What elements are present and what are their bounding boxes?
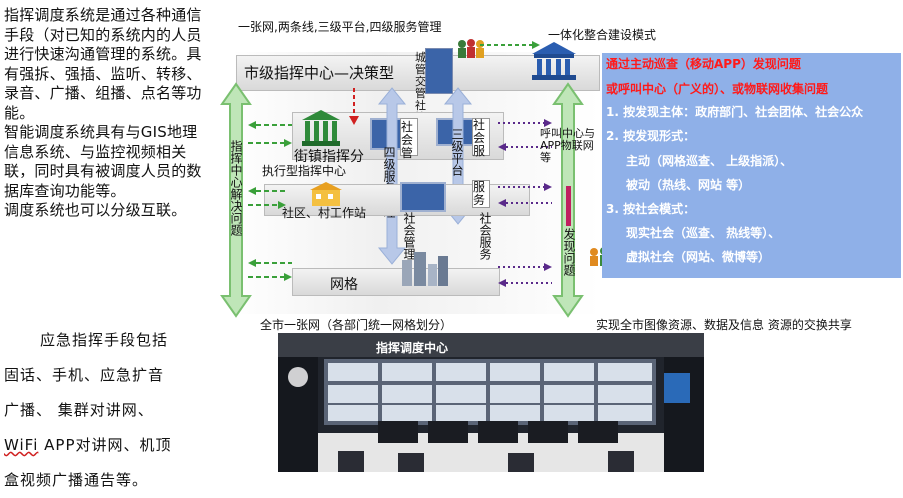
command-center-illustration — [278, 333, 704, 472]
info-line-9: 虚拟社会（网站、微博等） — [626, 250, 771, 264]
emergency-line-4-rest: APP对讲网、机顶 — [38, 436, 172, 454]
grid-panel — [292, 268, 500, 296]
right-arrow-label: 发现问题 — [562, 228, 576, 276]
purple-dot-arrow-6 — [498, 279, 552, 287]
discovery-info-box: 通过主动巡查（移动APP）发现问题 或呼叫中心（广义的）、或物联网收集问题 1.… — [602, 53, 901, 278]
social-service-label-3: 社会服务 — [478, 212, 492, 260]
exec-center-label: 执行型指挥中心 — [262, 164, 347, 178]
info-line-6: 被动（热线、网站 等） — [626, 178, 751, 192]
screen-3 — [400, 182, 446, 212]
three-level-arrow — [443, 87, 473, 225]
purple-dot-arrow-5 — [498, 263, 552, 271]
description-text: 指挥调度系统是通过各种通信手段（对已知的系统内的人员进行快速沟通管理的系统。具有… — [4, 6, 210, 221]
command-center-photo: 指挥调度中心 — [278, 333, 704, 472]
social-mgmt-label-2: 社会管理 — [402, 212, 416, 260]
info-line-1: 通过主动巡查（移动APP）发现问题 — [606, 57, 801, 71]
dotted-connector-top — [480, 41, 540, 49]
purple-dot-arrow-2 — [498, 143, 552, 151]
green-dash-arrow-6 — [248, 273, 292, 281]
four-level-arrow — [377, 87, 407, 265]
community-label: 社区、村工作站 — [282, 206, 367, 220]
info-line-8: 现实社会（巡查、 热线等）、 — [626, 226, 781, 240]
street-building-icon — [302, 110, 340, 146]
purple-dot-arrow-4 — [498, 199, 552, 207]
top-caption: 一张网,两条线,三级平台,四级服务管理 — [238, 20, 442, 34]
description-para-1: 指挥调度系统是通过各种通信手段（对已知的系统内的人员进行快速沟通管理的系统。具有… — [4, 6, 202, 122]
city-mgmt-stack — [425, 48, 453, 94]
bottom-left-caption: 全市一张网（各部门统一网格划分） — [260, 318, 453, 332]
government-building-icon — [532, 42, 576, 80]
description-para-2: 智能调度系统具有与GIS地理信息系统、与监控视频相关联，同时具有被调度人员的数据… — [4, 123, 202, 200]
green-dash-arrow-3 — [248, 187, 286, 195]
wifi-word: WiFi — [4, 436, 39, 454]
emergency-means-text: 应急指挥手段包括 固话、手机、应急扩音 广播、 集群对讲网、 WiFi APP对… — [4, 323, 210, 498]
info-line-2: 或呼叫中心（广义的）、或物联网收集问题 — [606, 82, 829, 96]
social-service-box-2: 服务 — [472, 180, 490, 208]
green-dash-arrow-5 — [248, 259, 292, 267]
info-line-3: 1. 按发现主体：政府部门、社会团体、社会公众 — [606, 105, 864, 119]
grid-label: 网格 — [330, 277, 358, 293]
emergency-line-5: 盒视频广播通告等。 — [4, 471, 149, 489]
left-double-arrow — [220, 82, 252, 318]
purple-dot-arrow-1 — [498, 119, 552, 127]
three-level-label: 三级平台 — [450, 128, 464, 176]
info-line-4: 2. 按发现形式： — [606, 129, 696, 143]
info-line-5: 主动（网格巡查、 上级指派）、 — [626, 154, 793, 168]
info-line-7: 3. 按社会模式： — [606, 202, 696, 216]
right-red-bar — [566, 186, 571, 226]
emergency-line-3: 广播、 集群对讲网、 — [4, 401, 154, 419]
green-dash-arrow-4 — [248, 201, 286, 209]
emergency-line-1: 应急指挥手段包括 — [40, 331, 169, 349]
city-buildings-icon — [402, 252, 448, 286]
red-dashed-arrow — [349, 88, 359, 125]
call-center-label: 呼叫中心与APP物联网等 — [540, 127, 595, 164]
emergency-line-4: WiFi APP对讲网、机顶 — [4, 428, 210, 463]
integration-mode-label: 一体化整合建设模式 — [548, 28, 657, 42]
social-mgmt-box-1: 社会管 — [400, 118, 418, 160]
street-center-label: 街镇指挥分 — [294, 149, 364, 165]
community-house-icon — [310, 182, 342, 206]
green-dash-arrow-2 — [248, 139, 292, 147]
social-service-box-1: 社会服 — [472, 118, 490, 158]
green-dash-arrow-1 — [248, 121, 292, 129]
people-icon — [458, 39, 484, 58]
city-center-label: 市级指挥中心—决策型 — [244, 64, 395, 82]
description-para-3: 调度系统也可以分级互联。 — [4, 201, 187, 219]
left-arrow-label: 指挥中心解决问题 — [229, 140, 243, 236]
purple-dot-arrow-3 — [498, 183, 552, 191]
wall-sign: 指挥调度中心 — [376, 341, 449, 355]
emergency-line-2: 固话、手机、应急扩音 — [4, 366, 165, 384]
bottom-right-caption: 实现全市图像资源、数据及信息 资源的交换共享 — [596, 318, 852, 332]
